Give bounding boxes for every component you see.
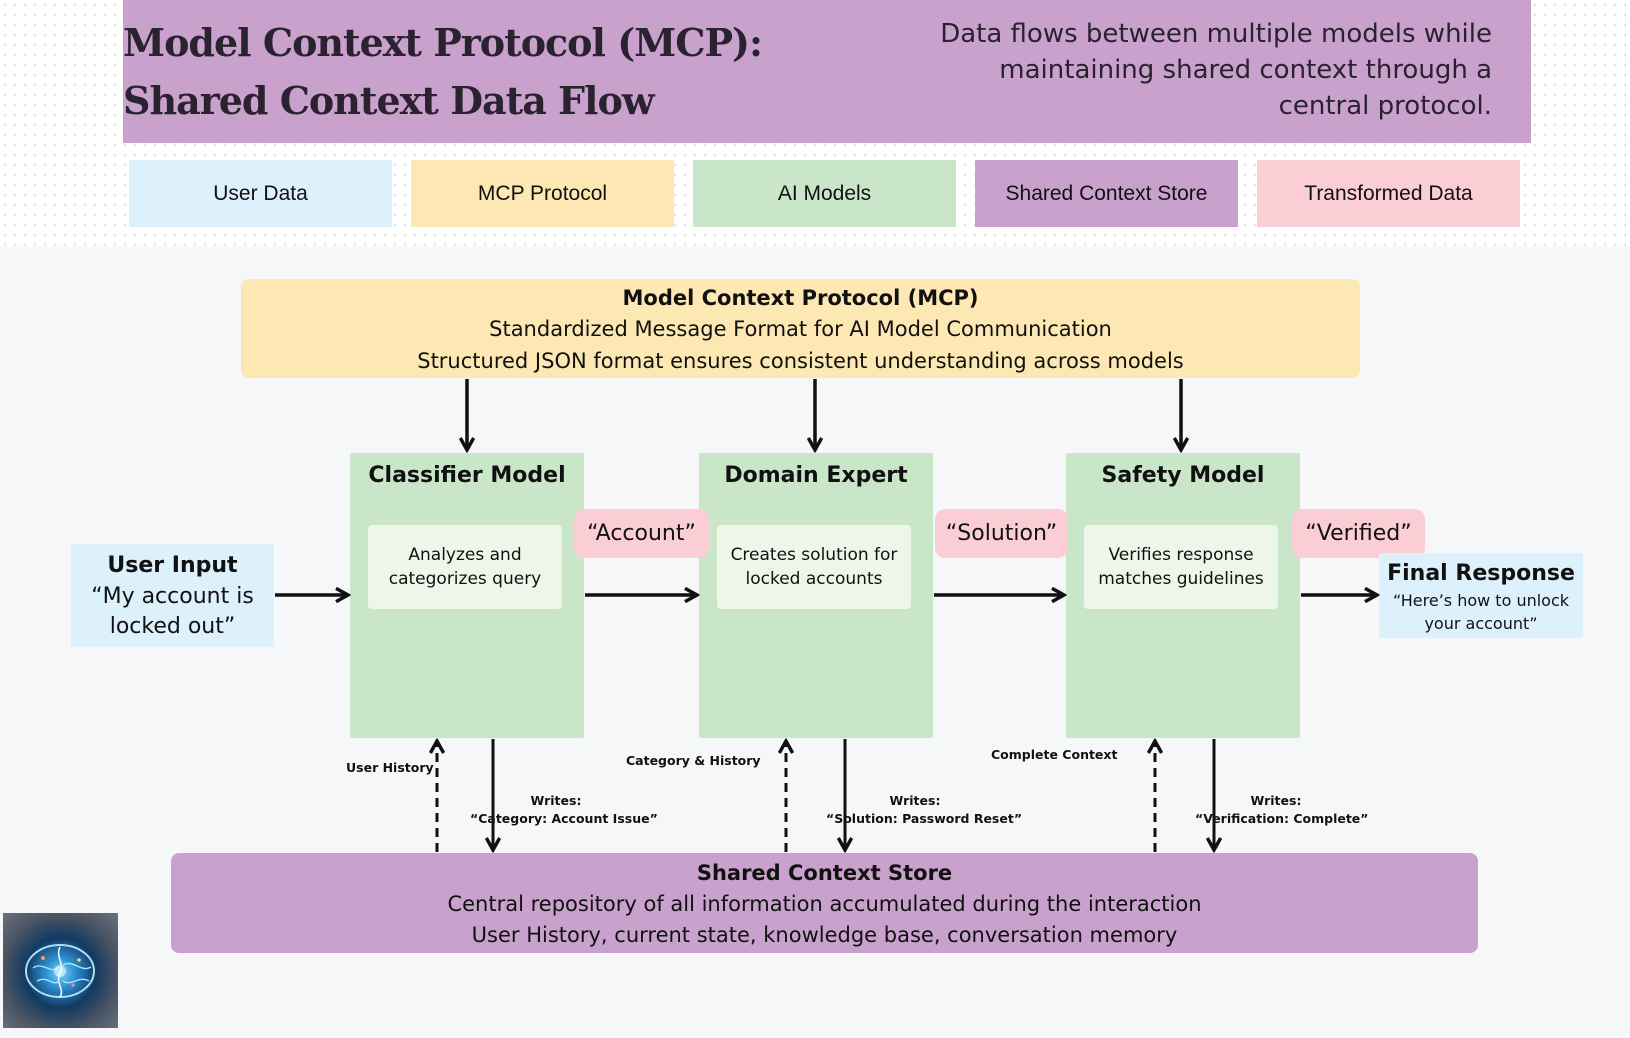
model-desc-line-2: matches guidelines bbox=[1098, 569, 1264, 589]
title-line-1: Model Context Protocol (MCP): bbox=[123, 20, 763, 65]
write-label-solution: Writes: “Solution: Password Reset” bbox=[826, 792, 1023, 828]
subtitle-line-1: Data flows between multiple models while bbox=[940, 19, 1492, 49]
mcp-line-1: Standardized Message Format for AI Model… bbox=[489, 317, 1112, 341]
title-banner bbox=[123, 0, 1531, 143]
legend-transformed-data: Transformed Data bbox=[1257, 160, 1520, 227]
write-value: “Category: Account Issue” bbox=[470, 811, 658, 826]
legend-shared-context-store: Shared Context Store bbox=[975, 160, 1238, 227]
safety-model-box: Safety Model Verifies response matches gu… bbox=[1066, 453, 1300, 738]
store-line-2: User History, current state, knowledge b… bbox=[471, 923, 1178, 947]
legend-ai-models: AI Models bbox=[693, 160, 956, 227]
write-value: “Solution: Password Reset” bbox=[826, 811, 1023, 826]
tag-account: “Account” bbox=[574, 509, 709, 558]
model-desc-line-1: Analyzes and bbox=[408, 545, 522, 565]
final-response-text-1: “Here’s how to unlock bbox=[1392, 591, 1570, 610]
tag-solution: “Solution” bbox=[935, 509, 1068, 558]
domain-expert-box: Domain Expert Creates solution for locked… bbox=[699, 453, 933, 738]
model-description: Analyzes and categorizes query bbox=[368, 525, 562, 609]
write-label-verification: Writes: “Verification: Complete” bbox=[1195, 792, 1369, 828]
title-line-2: Shared Context Data Flow bbox=[123, 78, 655, 123]
write-label: Writes: bbox=[1250, 793, 1302, 808]
model-desc-line-1: Creates solution for bbox=[730, 545, 898, 565]
user-input-box: User Input “My account is locked out” bbox=[71, 544, 274, 647]
write-label: Writes: bbox=[530, 793, 582, 808]
model-title: Classifier Model bbox=[368, 463, 566, 488]
logo bbox=[3, 913, 118, 1028]
subtitle-line-3: central protocol. bbox=[1278, 91, 1492, 121]
model-desc-line-1: Verifies response bbox=[1108, 545, 1254, 565]
user-input-title: User Input bbox=[107, 553, 238, 578]
mcp-title: Model Context Protocol (MCP) bbox=[622, 286, 979, 310]
mcp-line-2: Structured JSON format ensures consisten… bbox=[417, 349, 1184, 373]
model-description: Verifies response matches guidelines bbox=[1084, 525, 1278, 609]
write-value: “Verification: Complete” bbox=[1195, 811, 1369, 826]
mcp-protocol-box: Model Context Protocol (MCP) Standardize… bbox=[241, 279, 1360, 378]
classifier-model-box: Classifier Model Analyzes and categorizes… bbox=[350, 453, 584, 738]
page-title: Model Context Protocol (MCP): Shared Con… bbox=[123, 14, 763, 130]
user-input-text-2: locked out” bbox=[109, 614, 236, 639]
read-label-user-history: User History bbox=[346, 760, 434, 775]
final-response-text-2: your account” bbox=[1424, 614, 1538, 633]
store-line-1: Central repository of all information ac… bbox=[447, 892, 1202, 916]
legend-user-data: User Data bbox=[129, 160, 392, 227]
final-response-title: Final Response bbox=[1387, 561, 1575, 586]
model-description: Creates solution for locked accounts bbox=[717, 525, 911, 609]
legend-mcp-protocol: MCP Protocol bbox=[411, 160, 674, 227]
model-title: Safety Model bbox=[1101, 463, 1265, 488]
write-label: Writes: bbox=[889, 793, 941, 808]
model-desc-line-2: locked accounts bbox=[745, 569, 883, 589]
subtitle-line-2: maintaining shared context through a bbox=[999, 55, 1492, 85]
shared-context-store-box: Shared Context Store Central repository … bbox=[171, 853, 1478, 953]
model-desc-line-2: categorizes query bbox=[388, 569, 542, 589]
read-label-complete-context: Complete Context bbox=[991, 747, 1118, 762]
final-response-box: Final Response “Here’s how to unlock you… bbox=[1379, 553, 1583, 638]
write-label-category: Writes: “Category: Account Issue” bbox=[470, 792, 658, 828]
read-label-category-history: Category & History bbox=[626, 753, 761, 768]
tag-verified: “Verified” bbox=[1292, 509, 1425, 558]
user-input-text-1: “My account is bbox=[91, 584, 254, 609]
brain-icon bbox=[25, 944, 95, 998]
page-subtitle: Data flows between multiple models while… bbox=[860, 16, 1492, 124]
store-title: Shared Context Store bbox=[696, 861, 953, 885]
model-title: Domain Expert bbox=[724, 463, 908, 488]
